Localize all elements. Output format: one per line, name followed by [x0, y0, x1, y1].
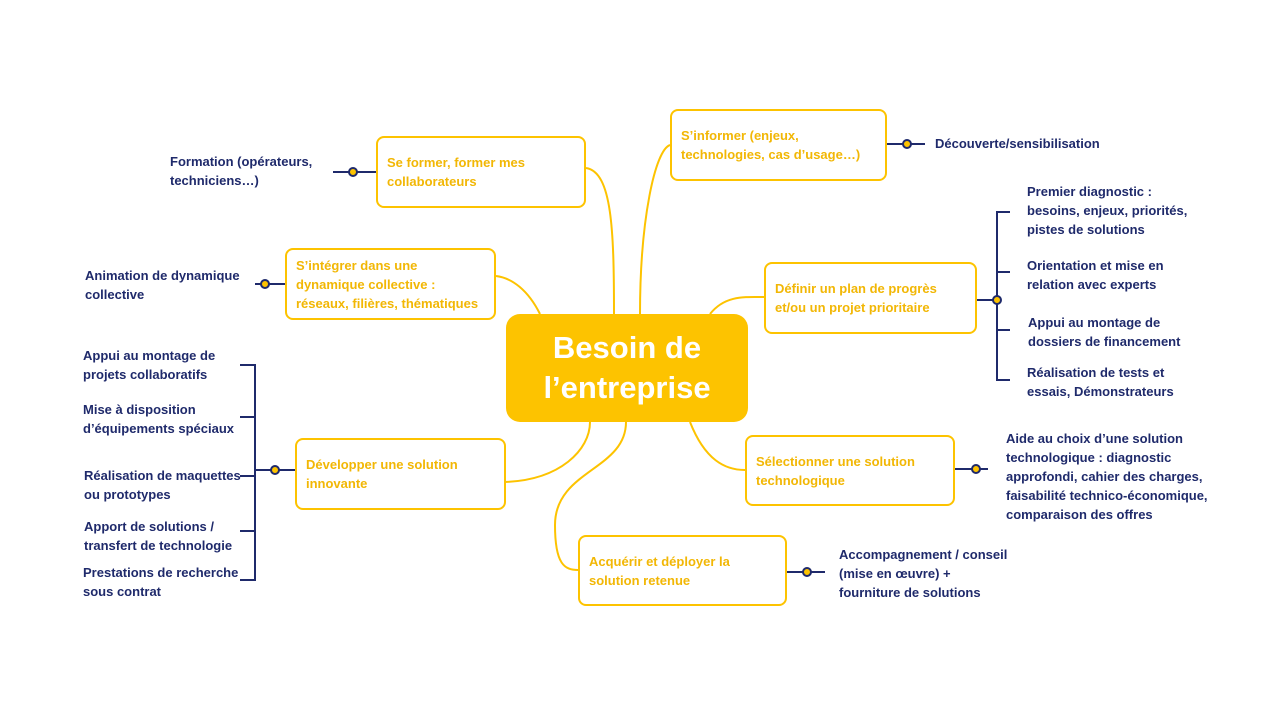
- leaf-equipements: Mise à disposition d’équipements spéciau…: [83, 402, 234, 436]
- leaf-transfert: Apport de solutions / transfert de techn…: [84, 519, 233, 553]
- branch-label: Développer une solution innovante: [306, 457, 458, 491]
- leaf-recherche: Prestations de recherche sous contrat: [83, 565, 239, 599]
- central-node: Besoin de l’entreprise: [506, 314, 748, 422]
- dot-former: [348, 167, 358, 177]
- leaf-formation: Formation (opérateurs, techniciens…): [170, 154, 313, 188]
- leaf-orientation: Orientation et mise en relation avec exp…: [1027, 258, 1164, 292]
- branch-developper: Développer une solution innovante: [295, 438, 506, 510]
- branch-former: Se former, former mes collaborateurs: [376, 136, 586, 208]
- link-former: [585, 167, 615, 315]
- branch-label: S’informer (enjeux, technologies, cas d’…: [681, 128, 861, 162]
- link-plan: [709, 295, 765, 315]
- branch-plan: Définir un plan de progrès et/ou un proj…: [764, 262, 977, 334]
- branch-label: Définir un plan de progrès et/ou un proj…: [775, 281, 937, 315]
- dot-informer: [902, 139, 912, 149]
- link-selection: [689, 421, 746, 471]
- branch-selection: Sélectionner une solution technologique: [745, 435, 955, 506]
- branch-label: S’intégrer dans une dynamique collective…: [296, 257, 479, 311]
- dot-integrer: [260, 279, 270, 289]
- leaf-accompagnement: Accompagnement / conseil (mise en œuvre)…: [839, 547, 1008, 600]
- branch-label: Acquérir et déployer la solution retenue: [589, 553, 730, 588]
- leaf-tests-essais: Réalisation de tests et essais, Démonstr…: [1027, 365, 1174, 399]
- bracket-developper: [240, 364, 256, 581]
- central-title: Besoin de l’entreprise: [543, 330, 711, 405]
- leaf-aide-choix: Aide au choix d’une solution technologiq…: [1006, 431, 1208, 522]
- leaf-decouverte: Découverte/sensibilisation: [935, 136, 1100, 151]
- link-integrer: [495, 275, 541, 315]
- link-informer: [639, 144, 671, 315]
- leaf-premier-diagnostic: Premier diagnostic : besoins, enjeux, pr…: [1027, 184, 1188, 237]
- branch-acquerir: Acquérir et déployer la solution retenue: [578, 535, 787, 606]
- dot-acquerir: [802, 567, 812, 577]
- branch-label: Sélectionner une solution technologique: [756, 453, 915, 488]
- branch-label: Se former, former mes collaborateurs: [387, 155, 526, 189]
- dot-plan: [992, 295, 1002, 305]
- leaf-maquettes: Réalisation de maquettes ou prototypes: [84, 468, 241, 502]
- link-acquerir: [553, 421, 627, 571]
- leaf-animation: Animation de dynamique collective: [85, 268, 240, 302]
- leaf-projets-collaboratifs: Appui au montage de projets collaboratif…: [83, 348, 216, 382]
- link-developper: [504, 421, 591, 483]
- leaf-appui-financement: Appui au montage de dossiers de financem…: [1028, 315, 1181, 349]
- dot-selection: [971, 464, 981, 474]
- branch-integrer: S’intégrer dans une dynamique collective…: [285, 248, 496, 320]
- dot-developper: [270, 465, 280, 475]
- branch-informer: S’informer (enjeux, technologies, cas d’…: [670, 109, 887, 181]
